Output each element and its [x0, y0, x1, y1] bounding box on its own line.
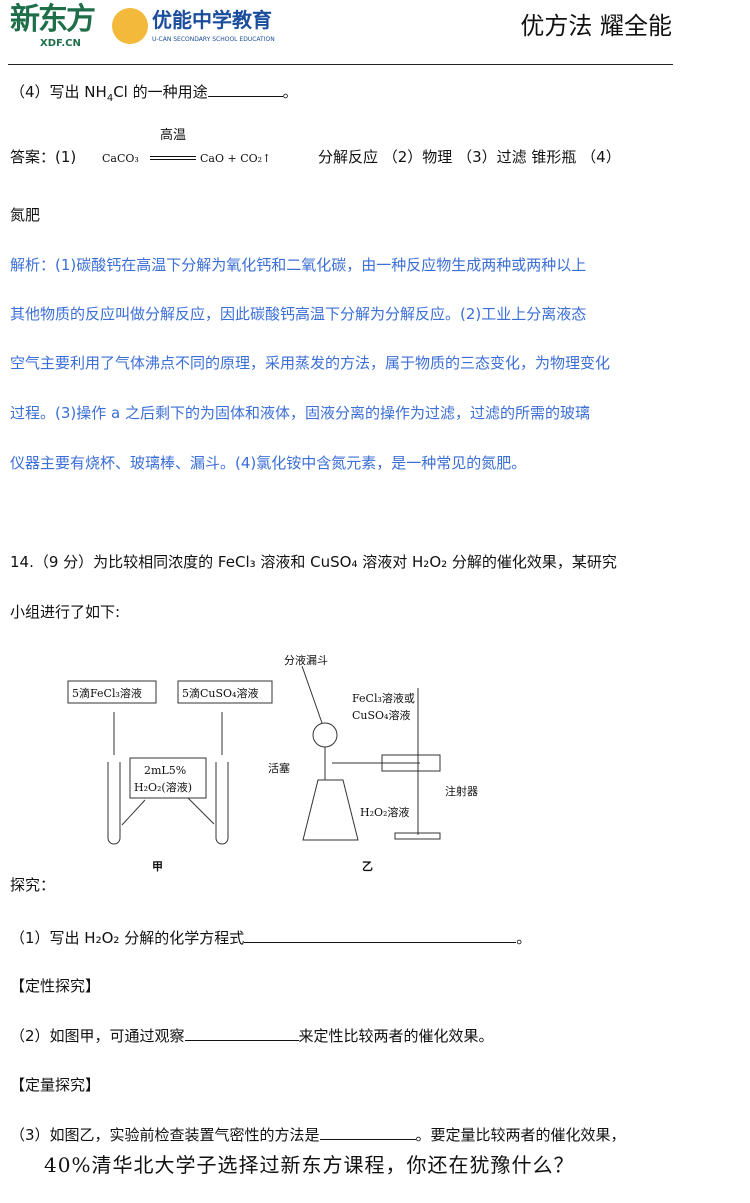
answer-blank — [207, 82, 283, 97]
q14-line: 小组进行了如下: — [10, 603, 121, 621]
label-syringe: 注射器 — [445, 784, 478, 798]
analysis-line: 其他物质的反应叫做分解反应，因此碳酸钙高温下分解为分解反应。(2)工业上分离液态 — [10, 305, 587, 323]
answer-blank — [184, 1026, 299, 1041]
question-1: （1）写出 H₂O₂ 分解的化学方程式 。 — [10, 928, 531, 947]
label-stopcock: 活塞 — [268, 761, 290, 775]
answer-label: 答案：(1) — [10, 148, 77, 166]
answer-rest: 分解反应 （2）物理 （3）过滤 锥形瓶 （4） — [318, 148, 621, 166]
label-h2o2: 2mL5% — [144, 764, 186, 777]
label-solution: CuSO₄溶液 — [352, 708, 410, 722]
ucan-logo-text: 优能中学教育 — [152, 8, 272, 32]
equation-condition: 高温 — [160, 128, 187, 143]
analysis-line: 空气主要利用了气体沸点不同的原理，采用蒸发的方法，属于物质的三态变化，为物理变化 — [10, 354, 611, 372]
label-funnel: 分液漏斗 — [284, 653, 328, 667]
conical-flask — [302, 779, 359, 841]
analysis-line: 仪器主要有烧杯、玻璃棒、漏斗。(4)氯化铵中含氮元素，是一种常见的氮肥。 — [10, 454, 527, 472]
test-tube — [215, 762, 229, 845]
q4-text: （4）写出 NH — [10, 83, 107, 101]
explore-heading: 探究： — [10, 876, 56, 894]
label-box — [67, 680, 157, 704]
equation-left: CaCO₃ — [102, 152, 139, 165]
q2-text: （2）如图甲，可通过观察 — [10, 1027, 185, 1045]
label-box — [129, 757, 207, 799]
equation-right: CaO + CO₂↑ — [200, 152, 272, 165]
caption-b: 乙 — [362, 860, 373, 873]
quantitative-heading: 【定量探究】 — [10, 1076, 101, 1094]
xdf-domain: XDF.CN — [40, 38, 81, 49]
equation-equals-sign — [150, 156, 196, 160]
test-tube — [107, 762, 121, 845]
separatory-funnel — [312, 722, 338, 748]
experiment-figure: 5滴FeCl₃溶液 5滴CuSO₄溶液 2mL5% H₂O₂(溶液) 甲 分液漏… — [67, 653, 478, 873]
label-cuso4: 5滴CuSO₄溶液 — [182, 686, 258, 700]
q3-text: （3）如图乙，实验前检查装置气密性的方法是 — [10, 1126, 320, 1144]
label-flask-solution: H₂O₂溶液 — [360, 805, 409, 819]
answer-last: 氮肥 — [10, 206, 41, 224]
xdf-logo: 新东方 — [10, 2, 96, 37]
label-fecl3: 5滴FeCl₃溶液 — [72, 686, 142, 700]
analysis-line: 过程。(3)操作 a 之后剩下的为固体和液体，固液分离的操作为过滤，过滤的所需的… — [10, 404, 590, 422]
label-solution: FeCl₃溶液或 — [352, 691, 415, 705]
ucan-logo-icon — [112, 8, 148, 44]
syringe-shape — [381, 754, 441, 772]
label-h2o2: H₂O₂(溶液) — [134, 780, 192, 794]
q3-end: 。要定量比较两者的催化效果， — [415, 1126, 626, 1144]
qualitative-heading: 【定性探究】 — [10, 977, 101, 995]
q2-end: 来定性比较两者的催化效果。 — [298, 1027, 494, 1045]
header-divider — [8, 64, 673, 65]
answer-blank — [244, 928, 517, 943]
q4-sub: 4 — [106, 93, 114, 104]
caption-a: 甲 — [152, 860, 163, 873]
footer-slogan: 40%清华北大学子选择过新东方课程，你还在犹豫什么？ — [44, 1153, 575, 1177]
ucan-logo-en: U-CAN SECONDARY SCHOOL EDUCATION — [152, 36, 275, 43]
question-2: （2）如图甲，可通过观察 来定性比较两者的催化效果。 — [10, 1026, 494, 1045]
question-3: （3）如图乙，实验前检查装置气密性的方法是 。要定量比较两者的催化效果， — [10, 1125, 626, 1144]
answer-blank — [319, 1125, 416, 1140]
label-box — [177, 680, 273, 704]
q1-end: 。 — [516, 929, 532, 947]
q14-line: 14.（9 分）为比较相同浓度的 FeCl₃ 溶液和 CuSO₄ 溶液对 H₂O… — [10, 553, 617, 571]
slogan: 优方法 耀全能 — [520, 12, 672, 40]
q4-suffix: Cl 的一种用途 — [113, 83, 208, 101]
analysis-line: 解析：(1)碳酸钙在高温下分解为氧化钙和二氧化碳，由一种反应物生成两种或两种以上 — [10, 256, 587, 274]
q1-text: （1）写出 H₂O₂ 分解的化学方程式 — [10, 929, 245, 947]
q4-end: 。 — [282, 83, 298, 101]
question-4: （4）写出 NH4Cl 的一种用途 。 — [10, 82, 298, 104]
